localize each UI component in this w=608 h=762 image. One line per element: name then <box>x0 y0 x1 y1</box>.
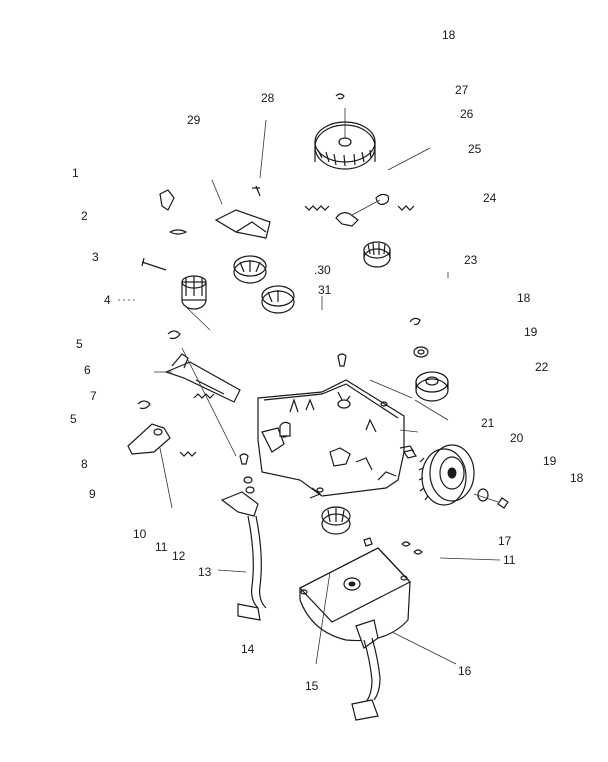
label-29: 29 <box>187 113 201 127</box>
label-17: 17 <box>498 534 512 548</box>
label-23: 23 <box>464 253 478 267</box>
center-pins <box>239 353 417 465</box>
label-18-top: 18 <box>442 28 456 42</box>
label-1: 1 <box>72 166 79 180</box>
motor-assembly <box>299 541 501 721</box>
label-5-b: 5 <box>70 412 77 426</box>
label-18-mid: 18 <box>517 291 531 305</box>
label-13: 13 <box>198 565 212 579</box>
label-15: 15 <box>305 679 319 693</box>
label-19-b: 19 <box>543 454 557 468</box>
guide-lines <box>118 272 449 433</box>
label-18-low: 18 <box>570 471 584 485</box>
label-7: 7 <box>90 389 97 403</box>
label-4: 4 <box>104 293 111 307</box>
label-14: 14 <box>241 642 255 656</box>
label-24: 24 <box>483 191 497 205</box>
gear-large-right <box>418 444 509 509</box>
label-5-a: 5 <box>76 337 83 351</box>
label-20: 20 <box>510 431 524 445</box>
label-27: 27 <box>455 83 469 97</box>
label-19-a: 19 <box>524 325 538 339</box>
label-3: 3 <box>92 250 99 264</box>
label-22: 22 <box>535 360 549 374</box>
cable-assembly <box>217 476 267 621</box>
label-28: 28 <box>261 91 275 105</box>
label-11-a: 11 <box>155 540 168 554</box>
label-25: 25 <box>468 142 482 156</box>
spring-arm-assembly <box>304 147 431 227</box>
center-top-parts <box>214 119 323 314</box>
label-9: 9 <box>89 487 96 501</box>
gear-large-top <box>314 93 376 170</box>
left-parts <box>127 179 241 509</box>
knob-center-low <box>321 506 373 547</box>
clips-right <box>409 317 429 358</box>
label-6: 6 <box>84 363 91 377</box>
label-10: 10 <box>133 527 147 541</box>
label-11-b: 11 <box>503 553 516 567</box>
gear-small-22 <box>414 371 449 421</box>
label-2: 2 <box>81 209 88 223</box>
knob-23 <box>363 241 391 268</box>
label-26: 26 <box>460 107 474 121</box>
label-30: .30 <box>314 263 331 277</box>
label-31: 31 <box>318 283 332 297</box>
label-8: 8 <box>81 457 88 471</box>
label-16: 16 <box>458 664 472 678</box>
label-12: 12 <box>172 549 186 563</box>
main-chassis <box>257 379 415 499</box>
label-21: 21 <box>481 416 495 430</box>
